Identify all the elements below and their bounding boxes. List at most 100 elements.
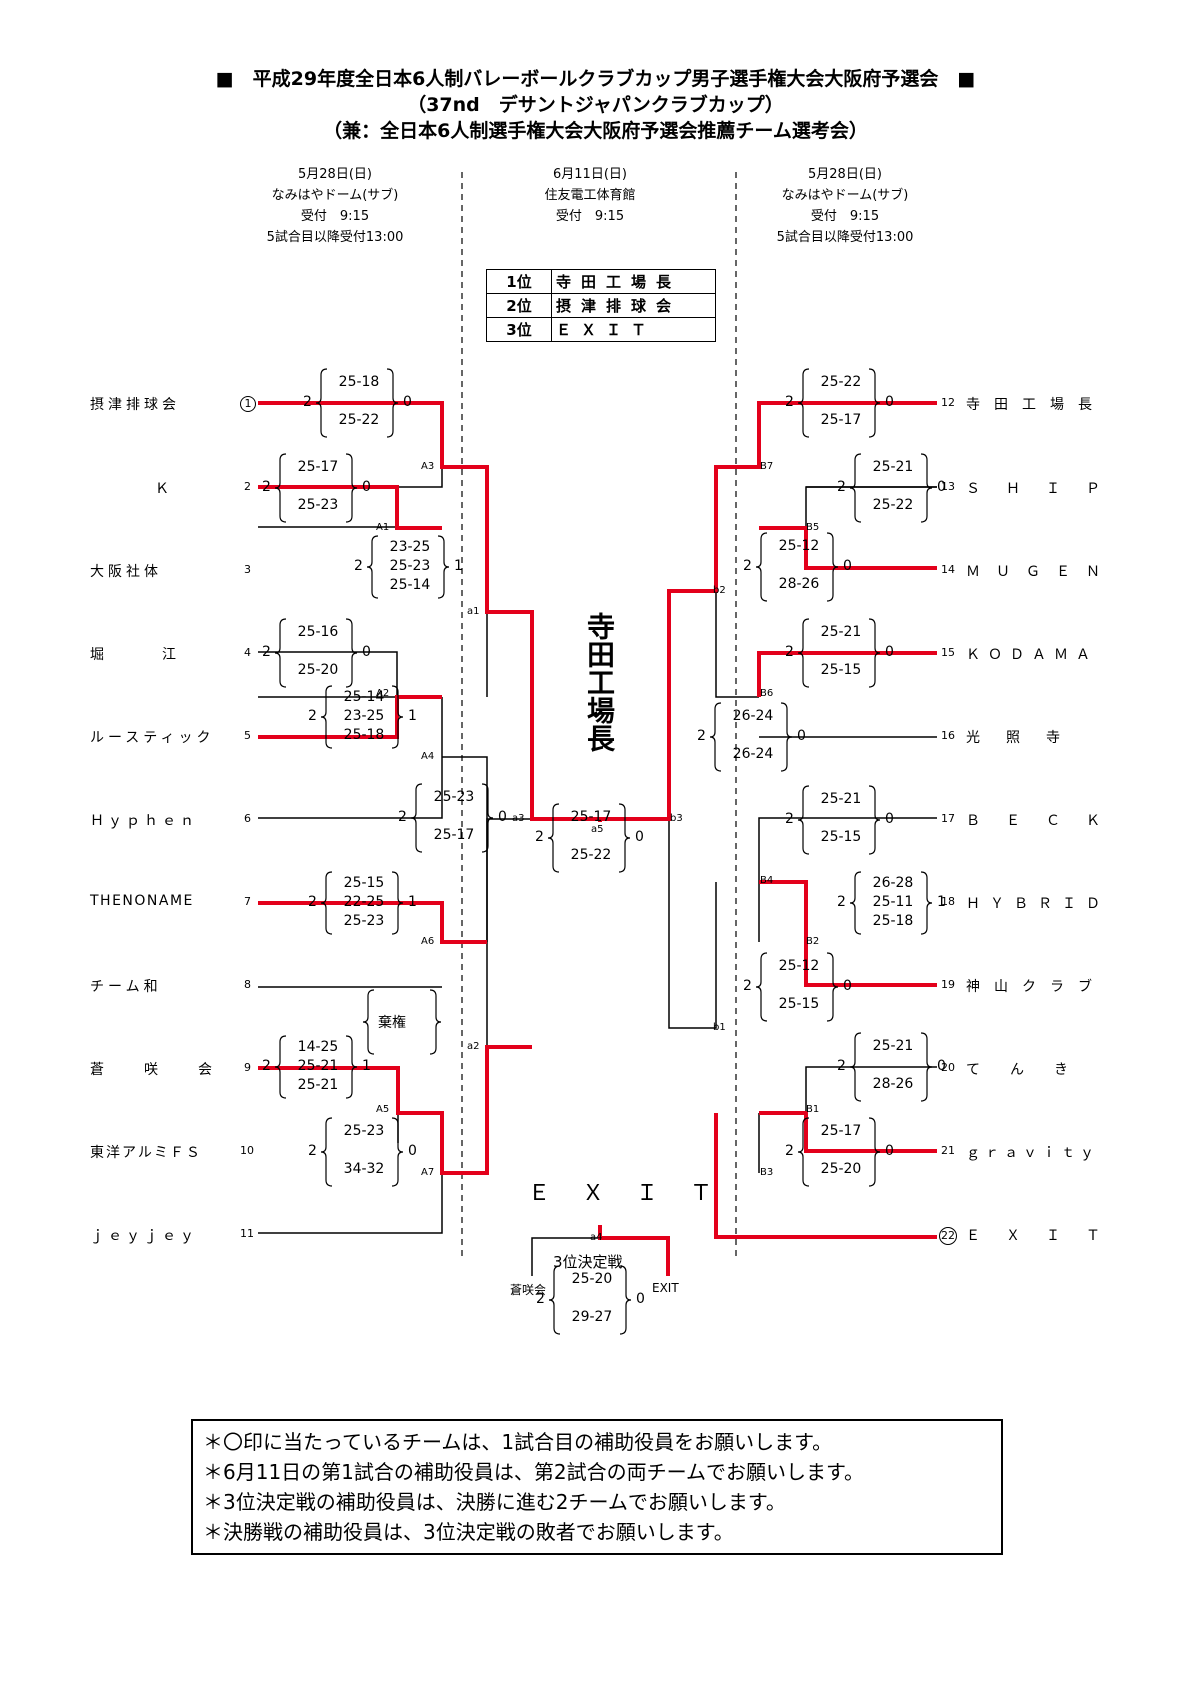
set-score: 26-24: [732, 708, 774, 724]
set-score: 25-22: [872, 497, 914, 513]
ranking-team: 摂津排球会: [551, 293, 716, 318]
set-score: 14-25: [297, 1039, 339, 1055]
team-number: 6: [244, 812, 251, 825]
sets-won-right: 0: [498, 809, 507, 825]
champion-name: 寺田工場長: [583, 612, 616, 752]
set-score: 25-23: [389, 558, 431, 574]
set-score: 25-15: [820, 829, 862, 845]
sets-won-left: 2: [837, 894, 846, 910]
set-score: 25-20: [820, 1161, 862, 1177]
team-name: 東洋アルミＦＳ: [90, 1145, 202, 1161]
schedule-left-reception: 受付 9:15: [300, 209, 370, 224]
score-braces: [315, 368, 399, 438]
sets-won-left: 2: [308, 708, 317, 724]
set-score: 25-21: [820, 791, 862, 807]
sets-won-right: 0: [797, 728, 806, 744]
team-number: 17: [941, 812, 955, 825]
score-braces: [274, 1035, 358, 1099]
score-braces: [547, 803, 631, 873]
set-score: 25-23: [343, 1123, 385, 1139]
set-score: 25-16: [297, 624, 339, 640]
note-line: ＊〇印に当たっているチームは、1試合目の補助役員をお願いします。: [203, 1430, 833, 1454]
sets-won-left: 2: [535, 829, 544, 845]
score-braces: [320, 1117, 404, 1187]
schedule-center: 6月11日(日) 住友電工体育館 受付 9:15: [490, 164, 690, 227]
forfeit-text: 棄権: [378, 1015, 406, 1031]
score-braces: [755, 532, 839, 602]
score-braces: [849, 871, 933, 935]
team-name: 堀 江: [90, 647, 180, 663]
team-name: ＨＹＢＲＩＤ: [966, 896, 1110, 912]
team-number: 22: [939, 1227, 957, 1245]
sets-won-left: 2: [837, 479, 846, 495]
schedule-center-venue: 住友電工体育館: [544, 188, 636, 203]
score-braces: [366, 535, 450, 599]
sets-won-left: 2: [262, 644, 271, 660]
team-number: 2: [244, 480, 251, 493]
sets-won-left: 2: [398, 809, 407, 825]
set-score: 25-23: [297, 497, 339, 513]
team-name: 摂津排球会: [90, 397, 180, 413]
set-score: 25-22: [338, 412, 380, 428]
sets-won-left: 2: [536, 1291, 545, 1307]
team-number: 15: [941, 646, 955, 659]
set-score: 25-20: [571, 1271, 613, 1287]
score-braces: [797, 1117, 881, 1187]
set-score: 25-11: [872, 894, 914, 910]
game-label: A3: [421, 461, 435, 472]
game-label: A4: [421, 751, 435, 762]
sets-won-left: 2: [743, 558, 752, 574]
set-score: 25-22: [570, 847, 612, 863]
game-label: A2: [376, 688, 390, 699]
team-number: 18: [941, 895, 955, 908]
set-score: 25-17: [820, 1123, 862, 1139]
schedule-center-reception: 受付 9:15: [555, 209, 625, 224]
page-subtitle: （37nd デサントジャパンクラブカップ）: [407, 94, 784, 116]
sets-won-right: 0: [885, 811, 894, 827]
score-block: 2 25-17 25-20 0: [785, 1116, 895, 1188]
ranking-place: 3位: [486, 317, 552, 342]
set-score: 25-15: [343, 875, 385, 891]
set-score: 26-28: [872, 875, 914, 891]
sets-won-left: 2: [354, 558, 363, 574]
team-number: 20: [941, 1061, 955, 1074]
schedule-right-reception: 受付 9:15: [810, 209, 880, 224]
set-score: 25-17: [820, 412, 862, 428]
team-number: 3: [244, 563, 251, 576]
team-number: 7: [244, 895, 251, 908]
schedule-left-note: 5試合目以降受付13:00: [266, 230, 404, 245]
sets-won-left: 2: [785, 1143, 794, 1159]
score-braces: [849, 453, 933, 523]
game-label: B7: [760, 461, 774, 472]
sets-won-right: 0: [408, 1143, 417, 1159]
team-name: ｊｅｙｊｅｙ: [90, 1228, 198, 1244]
game-label: a3: [512, 813, 525, 824]
game-label: B3: [760, 1167, 774, 1178]
schedule-right-venue: なみはやドーム(サブ): [781, 188, 909, 203]
team-name: ＳＨＩＰ: [966, 481, 1126, 497]
ranking-row: 3位 ＥＸＩＴ: [486, 317, 716, 342]
set-score: 26-24: [732, 746, 774, 762]
set-score: 25-23: [433, 789, 475, 805]
set-score: 29-27: [571, 1309, 613, 1325]
team-number: 13: [941, 480, 955, 493]
team-number: 11: [240, 1227, 254, 1240]
third-place-label: 3位決定戦: [553, 1253, 623, 1271]
team-number: 4: [244, 646, 251, 659]
set-score: 25-23: [343, 913, 385, 929]
score-braces: [797, 785, 881, 855]
sets-won-right: 0: [885, 1143, 894, 1159]
sets-won-right: 0: [362, 644, 371, 660]
ranking-place: 2位: [486, 293, 552, 318]
sets-won-left: 2: [308, 894, 317, 910]
sets-won-right: 0: [885, 644, 894, 660]
team-name: ＭＵＧＥＮ: [966, 564, 1116, 580]
team-name: チーム和: [90, 979, 162, 995]
